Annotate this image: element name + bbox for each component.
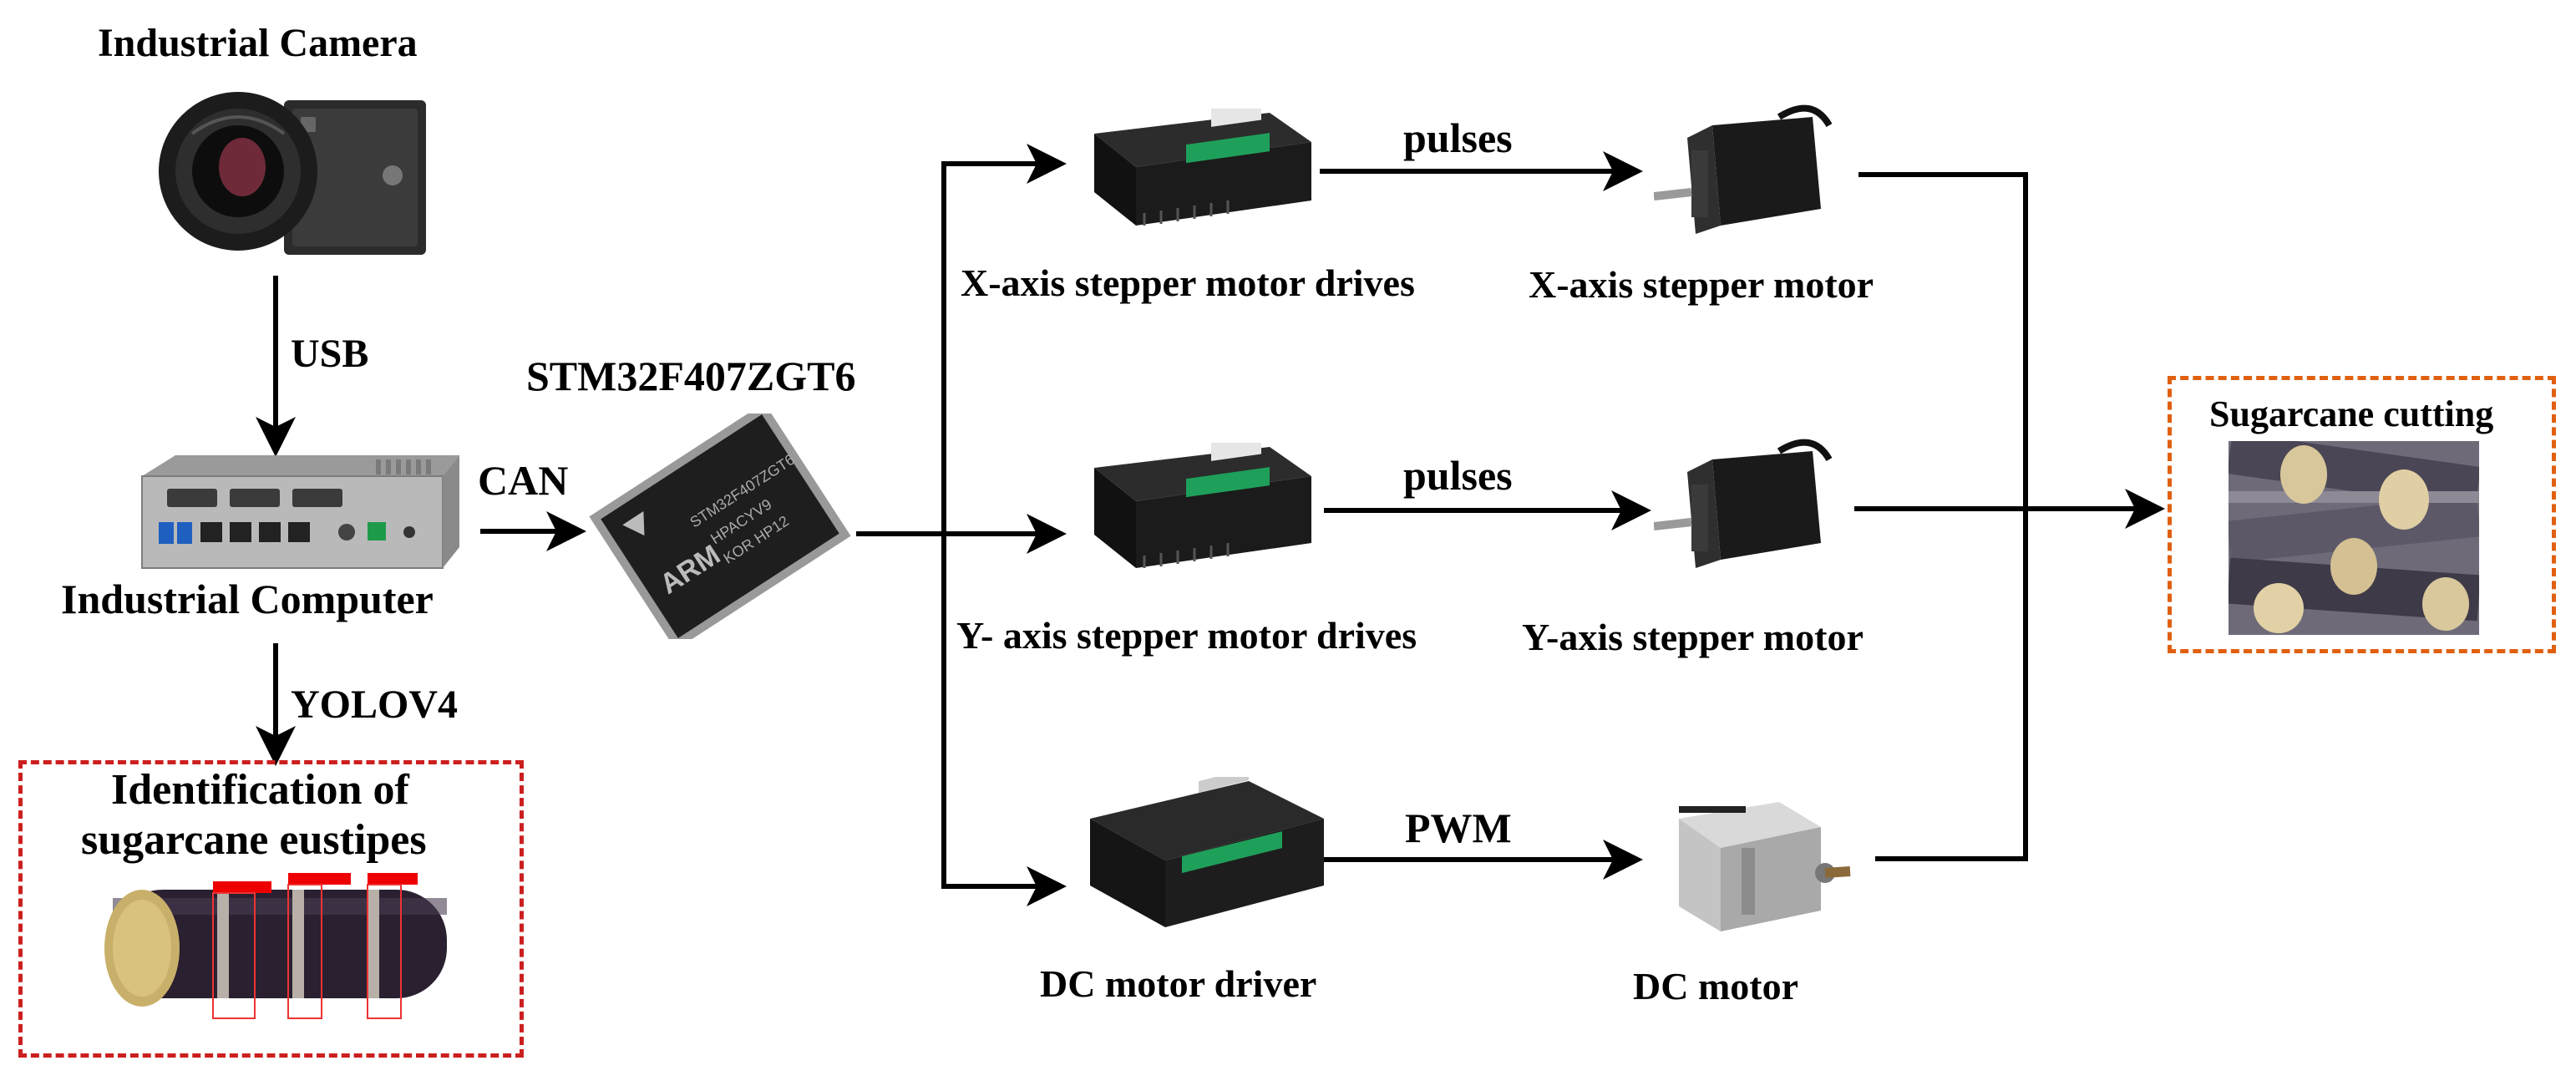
industrial-camera-image bbox=[159, 92, 426, 255]
dc-drive-label: DC motor driver bbox=[1040, 962, 1317, 1005]
dc-motor-image bbox=[1679, 802, 1851, 931]
can-label: CAN bbox=[478, 457, 569, 504]
y-stepper-driver-image bbox=[1094, 443, 1311, 568]
y-drive-label: Y- axis stepper motor drives bbox=[956, 614, 1417, 657]
dc-motor-bus-line bbox=[1875, 506, 2028, 861]
sugarcane-cutting-image bbox=[2229, 441, 2479, 635]
x-stepper-driver-image bbox=[1094, 109, 1311, 226]
yolo-label: YOLOV4 bbox=[291, 683, 459, 727]
dc-motor-label: DC motor bbox=[1633, 965, 1798, 1007]
cutting-label: Sugarcane cutting bbox=[2209, 393, 2494, 434]
mcu-label: STM32F407ZGT6 bbox=[526, 353, 856, 399]
industrial-computer-image bbox=[141, 455, 459, 569]
identification-box bbox=[18, 760, 524, 1058]
identification-title-line1: Identification of bbox=[111, 766, 409, 814]
identification-title-line2: sugarcane eustipes bbox=[81, 816, 427, 864]
x-motor-bus-line bbox=[1858, 172, 2028, 506]
x-motor-label: X-axis stepper motor bbox=[1529, 263, 1874, 306]
cutting-box bbox=[2168, 376, 2556, 653]
usb-label: USB bbox=[291, 332, 369, 376]
x-drive-label: X-axis stepper motor drives bbox=[961, 261, 1415, 304]
camera-label: Industrial Camera bbox=[98, 21, 418, 65]
computer-label: Industrial Computer bbox=[61, 576, 434, 622]
stm32-chip-image: ARM STM32F407ZGT6 HPACYV9 KOR HP12 bbox=[589, 414, 851, 639]
dc-driver-image bbox=[1090, 777, 1324, 927]
pulses-y-label: pulses bbox=[1403, 452, 1513, 499]
sugarcane-detection-image bbox=[104, 873, 447, 1019]
y-motor-label: Y-axis stepper motor bbox=[1522, 616, 1864, 658]
x-stepper-motor-image bbox=[1654, 104, 1833, 234]
y-stepper-motor-image bbox=[1654, 439, 1833, 568]
pulses-x-label: pulses bbox=[1403, 114, 1513, 161]
pwm-label: PWM bbox=[1405, 804, 1512, 851]
